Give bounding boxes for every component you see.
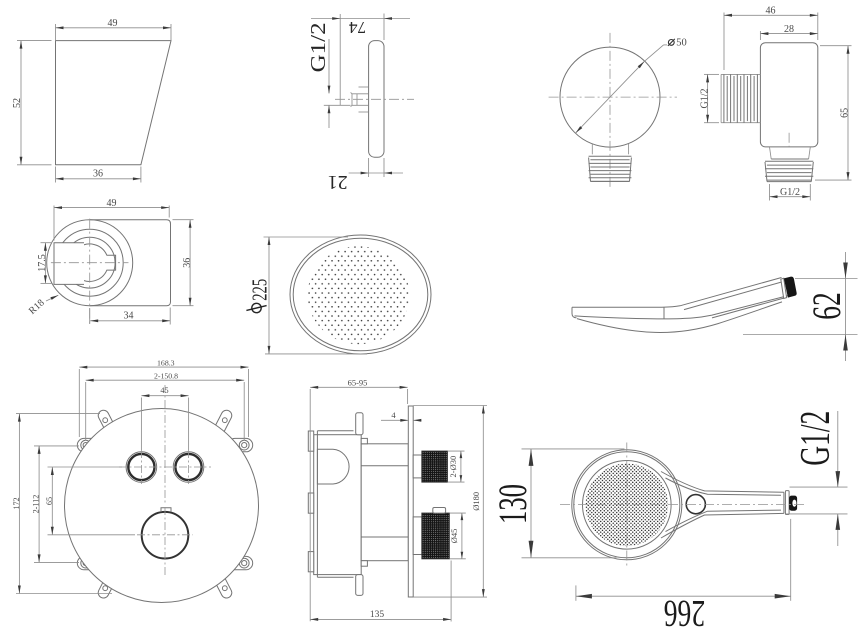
svg-text:G1/2: G1/2 xyxy=(793,411,839,466)
svg-text:G1/2: G1/2 xyxy=(306,22,330,72)
svg-text:65: 65 xyxy=(45,497,54,505)
svg-text:266: 266 xyxy=(664,592,706,630)
svg-text:28: 28 xyxy=(784,24,794,35)
svg-text:49: 49 xyxy=(107,198,117,209)
svg-text:65-95: 65-95 xyxy=(348,377,368,387)
svg-text:2-112: 2-112 xyxy=(32,495,41,514)
svg-text:46: 46 xyxy=(766,6,776,17)
svg-text:2-Ø30: 2-Ø30 xyxy=(448,456,458,478)
svg-text:2-150.8: 2-150.8 xyxy=(154,372,178,381)
svg-text:G1/2: G1/2 xyxy=(780,187,800,198)
svg-text:49: 49 xyxy=(108,18,118,29)
svg-text:225: 225 xyxy=(247,279,271,301)
svg-text:130: 130 xyxy=(490,484,535,524)
svg-text:36: 36 xyxy=(182,258,193,268)
svg-text:Ø45: Ø45 xyxy=(449,529,459,544)
svg-text:4: 4 xyxy=(391,410,396,420)
svg-text:Ø180: Ø180 xyxy=(471,492,481,511)
svg-text:G1/2: G1/2 xyxy=(699,89,710,109)
svg-text:65: 65 xyxy=(840,108,851,118)
svg-text:36: 36 xyxy=(93,169,103,180)
svg-text:21: 21 xyxy=(328,171,348,193)
svg-text:52: 52 xyxy=(12,98,23,108)
svg-text:17.5: 17.5 xyxy=(37,254,48,272)
svg-text:135: 135 xyxy=(370,610,385,620)
svg-text:172: 172 xyxy=(12,497,21,509)
svg-text:45: 45 xyxy=(160,386,168,395)
svg-text:168.3: 168.3 xyxy=(157,358,175,367)
svg-text:50: 50 xyxy=(676,38,687,49)
svg-text:74: 74 xyxy=(349,18,367,37)
svg-text:62: 62 xyxy=(804,292,849,320)
svg-text:34: 34 xyxy=(124,311,134,322)
